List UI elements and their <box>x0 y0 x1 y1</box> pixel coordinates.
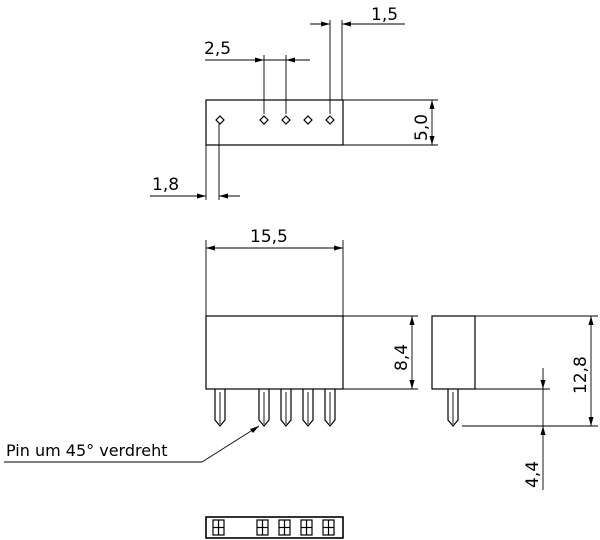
front-pin-1 <box>214 389 226 427</box>
dim-label-pitch-small: 1,5 <box>371 5 398 25</box>
pin-note: Pin um 45° verdreht <box>4 425 260 463</box>
dim-label-offset: 1,8 <box>152 175 179 195</box>
top-view-pins <box>215 115 335 125</box>
dim-label-pin-length: 4,4 <box>523 461 543 488</box>
front-view-pins <box>214 389 336 427</box>
dim-length: 15,5 <box>205 227 344 316</box>
front-pin-2 <box>258 389 270 427</box>
dim-pitch-small: 1,5 <box>310 5 405 114</box>
bottom-contact-5 <box>322 519 335 536</box>
front-pin-5 <box>324 389 336 427</box>
front-view-body <box>205 315 344 390</box>
front-pin-3 <box>280 389 292 427</box>
bottom-view-body <box>205 516 344 539</box>
bottom-contact-2 <box>256 519 269 536</box>
top-pin-1 <box>215 115 225 125</box>
bottom-contact-1 <box>212 519 225 536</box>
top-pin-5 <box>325 115 335 125</box>
bottom-view-contacts <box>212 519 335 536</box>
dim-body-height: 8,4 <box>343 315 418 390</box>
dim-label-length: 15,5 <box>250 227 288 247</box>
bottom-contact-3 <box>278 519 291 536</box>
front-pin-4 <box>302 389 314 427</box>
dim-pin-length: 4,4 <box>475 368 550 490</box>
front-view: 15,5 8,4 <box>4 227 418 463</box>
dim-label-height-top: 5,0 <box>412 114 432 141</box>
bottom-view <box>205 516 344 539</box>
pin-note-text: Pin um 45° verdreht <box>6 441 167 460</box>
dim-total-height: 12,8 <box>462 315 598 427</box>
dim-offset: 1,8 <box>150 124 240 200</box>
dim-height-top: 5,0 <box>343 99 438 146</box>
bottom-contact-4 <box>300 519 313 536</box>
side-pin <box>447 389 459 427</box>
top-view-body <box>205 99 344 146</box>
top-pin-3 <box>281 115 291 125</box>
dim-label-body-height: 8,4 <box>392 344 412 371</box>
top-pin-4 <box>303 115 313 125</box>
dim-label-pitch: 2,5 <box>204 39 231 59</box>
side-view-body <box>431 315 476 390</box>
dim-pitch: 2,5 <box>204 39 310 114</box>
top-pin-2 <box>259 115 269 125</box>
side-view: 12,8 4,4 <box>431 315 598 490</box>
top-view: 1,5 2,5 5,0 1,8 <box>150 5 438 200</box>
dim-label-total-height: 12,8 <box>571 356 591 394</box>
